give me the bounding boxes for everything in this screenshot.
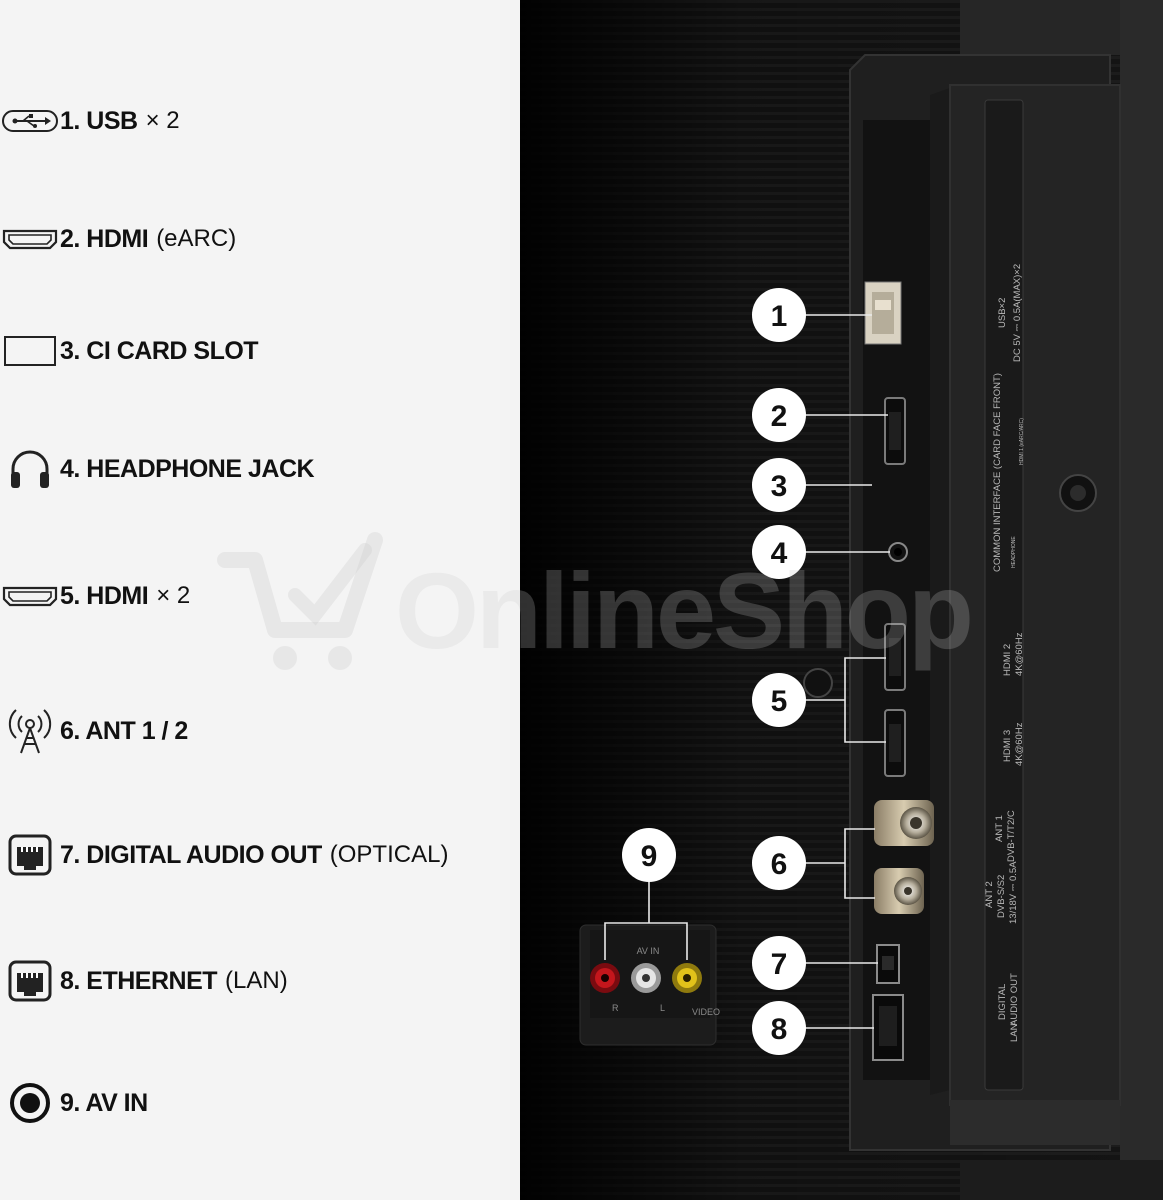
headphone-label: HEADPHONE [1011, 536, 1017, 568]
callout-3-circle [752, 458, 806, 512]
legend-item-digital-audio-out: 7. DIGITAL AUDIO OUT (OPTICAL) [0, 830, 500, 880]
antenna-icon [0, 706, 60, 756]
usb-title-label: USB×2 [997, 298, 1008, 328]
legend-label: 2. HDMI [60, 224, 149, 253]
hdmi-icon [0, 571, 60, 621]
legend-suffix: (eARC) [156, 225, 237, 252]
legend-label: 8. ETHERNET [60, 966, 218, 995]
callout-8: 8 [771, 1013, 788, 1046]
legend-suffix: × 2 [145, 107, 180, 134]
av-r-label: R [612, 1003, 619, 1013]
legend-item-hdmi-earc: 2. HDMI (eARC) [0, 214, 500, 264]
legend-label: 4. HEADPHONE JACK [60, 454, 315, 483]
legend-item-headphone-jack: 4. HEADPHONE JACK [0, 444, 500, 494]
legend-item-ci-card-slot: 3. CI CARD SLOT [0, 326, 500, 376]
callout-9-circle [622, 828, 676, 882]
usb-icon [0, 96, 60, 146]
callout-4: 4 [771, 537, 788, 570]
ethernet-icon [0, 956, 60, 1006]
legend-label: 3. CI CARD SLOT [60, 336, 259, 365]
ant1-label: ANT 1 [994, 815, 1005, 842]
hdmi-icon [0, 214, 60, 264]
legend-item-ethernet: 8. ETHERNET (LAN) [0, 956, 500, 1006]
digital-audio-label: DIGITAL [997, 984, 1008, 1020]
av-video-label: VIDEO [692, 1007, 720, 1017]
legend-label: 9. AV IN [60, 1088, 148, 1117]
callout-1: 1 [771, 300, 788, 333]
usb-spec-label: DC 5V ⎓ 0.5A(MAX)×2 [1012, 264, 1023, 362]
tv-rear-panel-illustration: 1 2 3 4 5 6 7 8 9 AV IN R L VIDEO DC 5V … [520, 0, 1163, 1200]
callout-4-circle [752, 525, 806, 579]
callout-6: 6 [771, 848, 788, 881]
legend-label: 5. HDMI [60, 581, 149, 610]
audio-out-label: AUDIO OUT [1009, 973, 1020, 1026]
av-in-label: AV IN [637, 946, 660, 956]
callout-1-circle [752, 288, 806, 342]
legend-item-antenna: 6. ANT 1 / 2 [0, 706, 500, 756]
tv-rear-panel-photo: 1 2 3 4 5 6 7 8 9 AV IN R L VIDEO DC 5V … [520, 0, 1163, 1200]
headphone-icon [0, 444, 60, 494]
legend-item-usb: 1. USB × 2 [0, 96, 500, 146]
callout-8-circle [752, 1001, 806, 1055]
legend-item-av-in: 9. AV IN [0, 1078, 500, 1128]
callout-2: 2 [771, 400, 788, 433]
ant1-spec-label: DVB-T/T2/C [1006, 810, 1017, 862]
legend-item-hdmi-x2: 5. HDMI × 2 [0, 571, 500, 621]
callout-9: 9 [641, 840, 658, 873]
lan-label: LAN [1009, 1023, 1020, 1042]
legend-label: 6. ANT 1 / 2 [60, 716, 188, 745]
ant2-power-label: 13/18V ⎓ 0.5A [1008, 861, 1019, 924]
legend-suffix: (LAN) [225, 967, 288, 994]
av-in-icon [0, 1078, 60, 1128]
legend-suffix: (OPTICAL) [329, 841, 449, 868]
callout-2-circle [752, 388, 806, 442]
callout-6-circle [752, 836, 806, 890]
legend-suffix: × 2 [156, 582, 191, 609]
ci-card-icon [0, 326, 60, 376]
ant2-spec-label: DVB-S/S2 [996, 875, 1007, 918]
callout-7-circle [752, 936, 806, 990]
hdmi2-spec-label: 4K@60Hz [1014, 632, 1025, 676]
optical-icon [0, 830, 60, 880]
hdmi3-label: HDMI 3 [1002, 730, 1013, 762]
callout-3: 3 [771, 470, 788, 503]
legend-label: 7. DIGITAL AUDIO OUT [60, 840, 322, 869]
legend-label: 1. USB [60, 106, 138, 135]
callout-5: 5 [771, 685, 788, 718]
hdmi3-spec-label: 4K@60Hz [1014, 722, 1025, 766]
av-l-label: L [660, 1003, 665, 1013]
callout-5-circle [752, 673, 806, 727]
ant2-label: ANT 2 [984, 881, 995, 908]
port-legend: 1. USB × 2 2. HDMI (eARC) 3. CI CARD SLO… [0, 0, 500, 1200]
hdmi2-label: HDMI 2 [1002, 644, 1013, 676]
hdmi-earc-label: HDMI 1 (eARC/ARC) [1019, 418, 1025, 465]
ci-label: COMMON INTERFACE (CARD FACE FRONT) [992, 373, 1003, 572]
callout-7: 7 [771, 948, 788, 981]
